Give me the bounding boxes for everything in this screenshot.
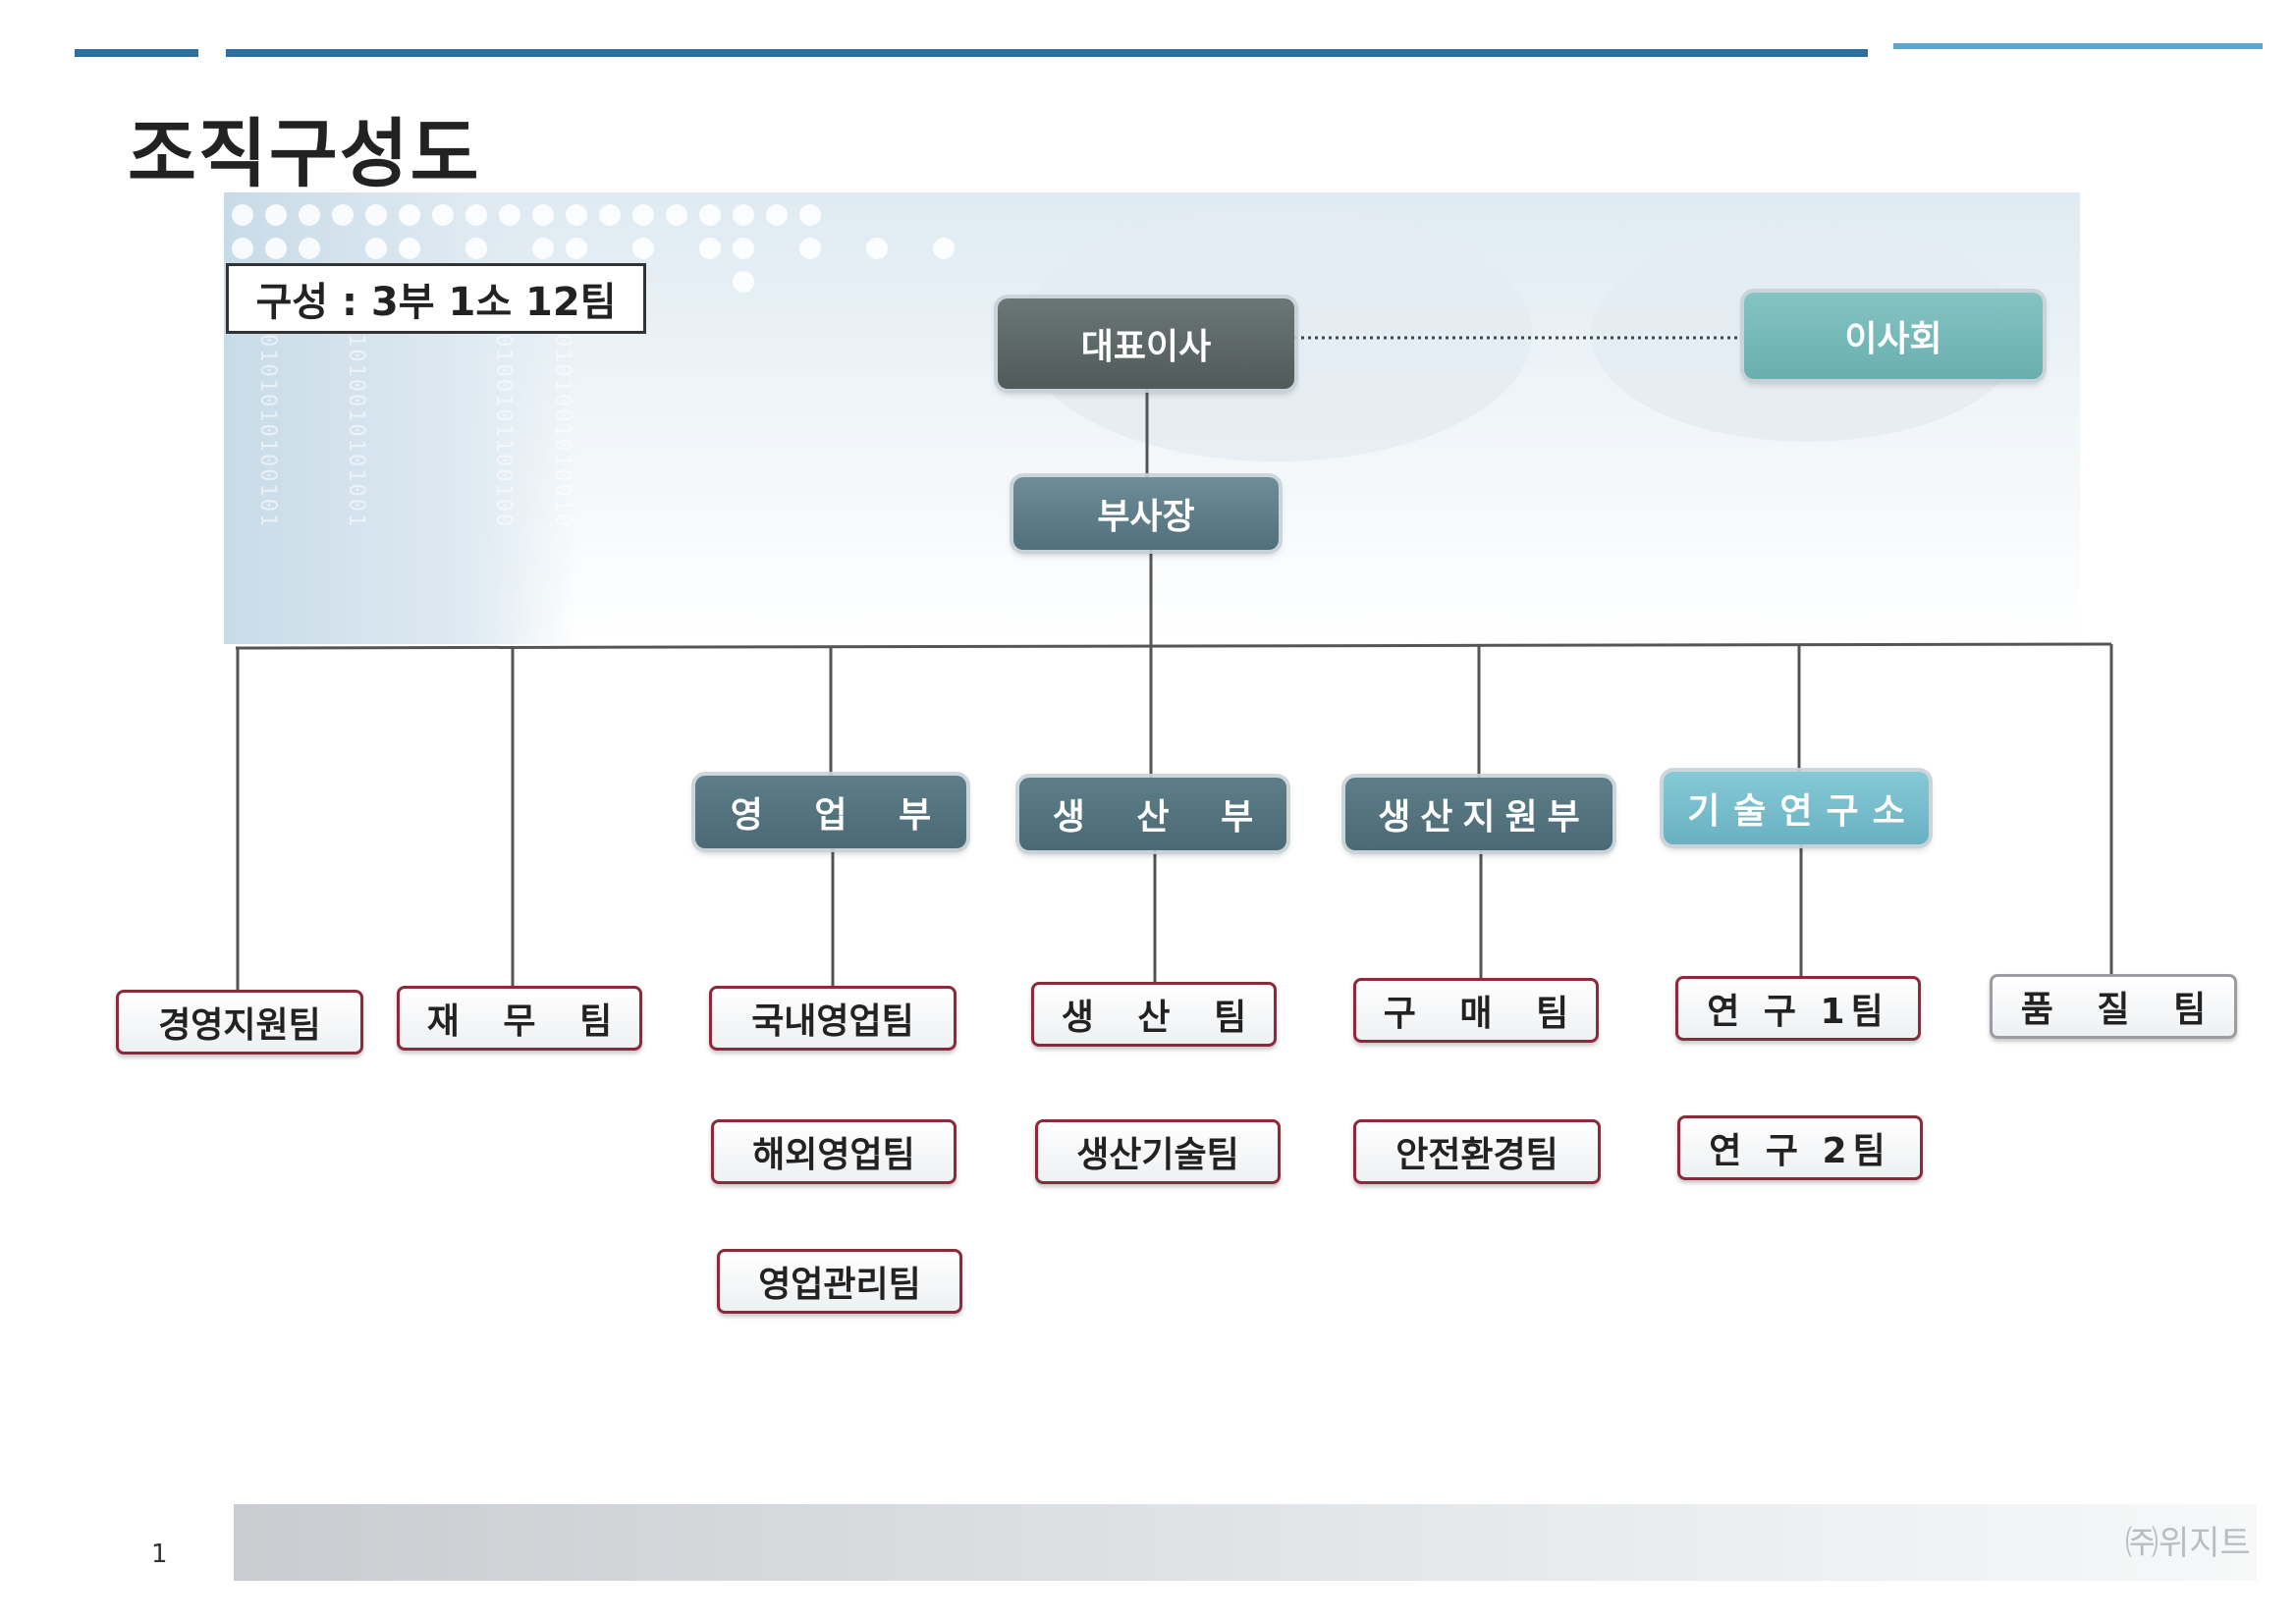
binary-pattern: 0101010100101 bbox=[255, 334, 280, 529]
production-support-department-box: 생산지원부 bbox=[1345, 778, 1613, 850]
page-number: 1 bbox=[151, 1540, 168, 1569]
management-support-team: 경영지원팀 bbox=[116, 990, 363, 1055]
vice-president-box: 부사장 bbox=[1013, 477, 1279, 550]
company-name: ㈜위지트 bbox=[2125, 1524, 2251, 1563]
ceo-box: 대표이사 bbox=[998, 298, 1294, 389]
main-horizontal-line bbox=[235, 642, 2112, 650]
overseas-sales-team: 해외영업팀 bbox=[711, 1119, 957, 1184]
production-department-box: 생 산 부 bbox=[1019, 778, 1286, 850]
top-rule-segment bbox=[75, 49, 198, 57]
research-lab-box: 기술연구소 bbox=[1664, 772, 1929, 844]
sales-management-team: 영업관리팀 bbox=[717, 1249, 962, 1314]
sales-department-box: 영 업 부 bbox=[695, 776, 966, 848]
binary-pattern: 0100101100100 bbox=[491, 334, 516, 529]
top-rule bbox=[226, 49, 1868, 57]
finance-team: 재 무 팀 bbox=[397, 986, 642, 1051]
binary-pattern: 1010010101001 bbox=[344, 334, 368, 529]
top-rule-accent bbox=[1893, 43, 2263, 49]
purchasing-team: 구 매 팀 bbox=[1353, 978, 1599, 1043]
safety-environment-team: 안전환경팀 bbox=[1353, 1119, 1601, 1184]
binary-pattern: 0101001010010 bbox=[550, 334, 574, 529]
research-2-team: 연 구 2팀 bbox=[1677, 1115, 1923, 1180]
production-technology-team: 생산기술팀 bbox=[1035, 1119, 1281, 1184]
board-box: 이사회 bbox=[1744, 293, 2043, 379]
composition-summary: 구성 : 3부 1소 12팀 bbox=[226, 263, 646, 334]
domestic-sales-team: 국내영업팀 bbox=[709, 986, 957, 1051]
production-team: 생 산 팀 bbox=[1031, 982, 1277, 1047]
footer-band bbox=[234, 1504, 2257, 1581]
research-1-team: 연 구 1팀 bbox=[1675, 976, 1921, 1041]
quality-team: 품 질 팀 bbox=[1990, 974, 2237, 1039]
page-title: 조직구성도 bbox=[128, 110, 481, 197]
